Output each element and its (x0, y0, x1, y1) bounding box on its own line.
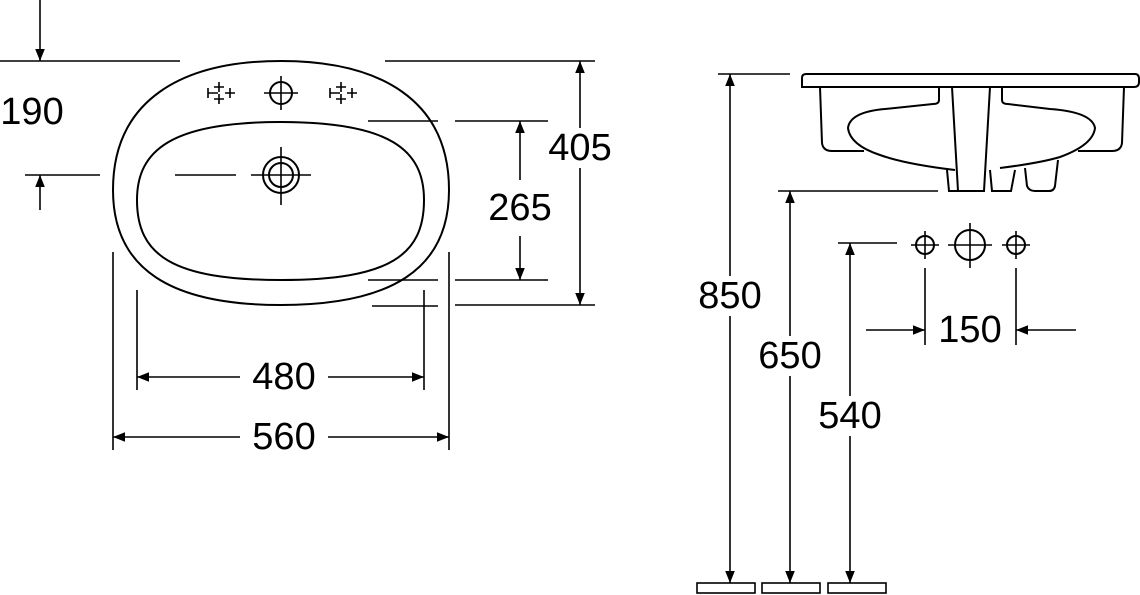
dim-850-label: 850 (698, 275, 761, 317)
pedestal-trap (946, 86, 1059, 192)
side-view: 150 850 650 540 (695, 73, 1140, 594)
basin-inner-bowl (135, 120, 426, 282)
top-view: 190 405 265 480 560 (0, 0, 615, 458)
basin-body-left (819, 86, 956, 171)
drain-icon (175, 147, 311, 205)
floor-line (696, 582, 887, 594)
dim-540-label: 540 (818, 395, 881, 437)
basin-rim-slab (801, 73, 1140, 88)
dim-405-label: 405 (548, 127, 611, 169)
supply-hole-left-icon (911, 231, 939, 259)
dim-150-label: 150 (938, 309, 1001, 351)
basin-outer-outline (111, 59, 451, 307)
waste-hole-icon (948, 223, 992, 268)
tap-hole-icon (264, 76, 298, 110)
dim-265-label: 265 (488, 187, 551, 229)
dim-560-label: 560 (252, 416, 315, 458)
basin-body-right (999, 86, 1125, 169)
dim-480-label: 480 (252, 356, 315, 398)
dim-190-label: 190 (0, 91, 63, 133)
dim-650-label: 650 (758, 335, 821, 377)
supply-hole-right-icon (1002, 231, 1030, 259)
optional-tap-hole-left-icon (207, 82, 235, 104)
optional-tap-hole-right-icon (329, 82, 357, 104)
